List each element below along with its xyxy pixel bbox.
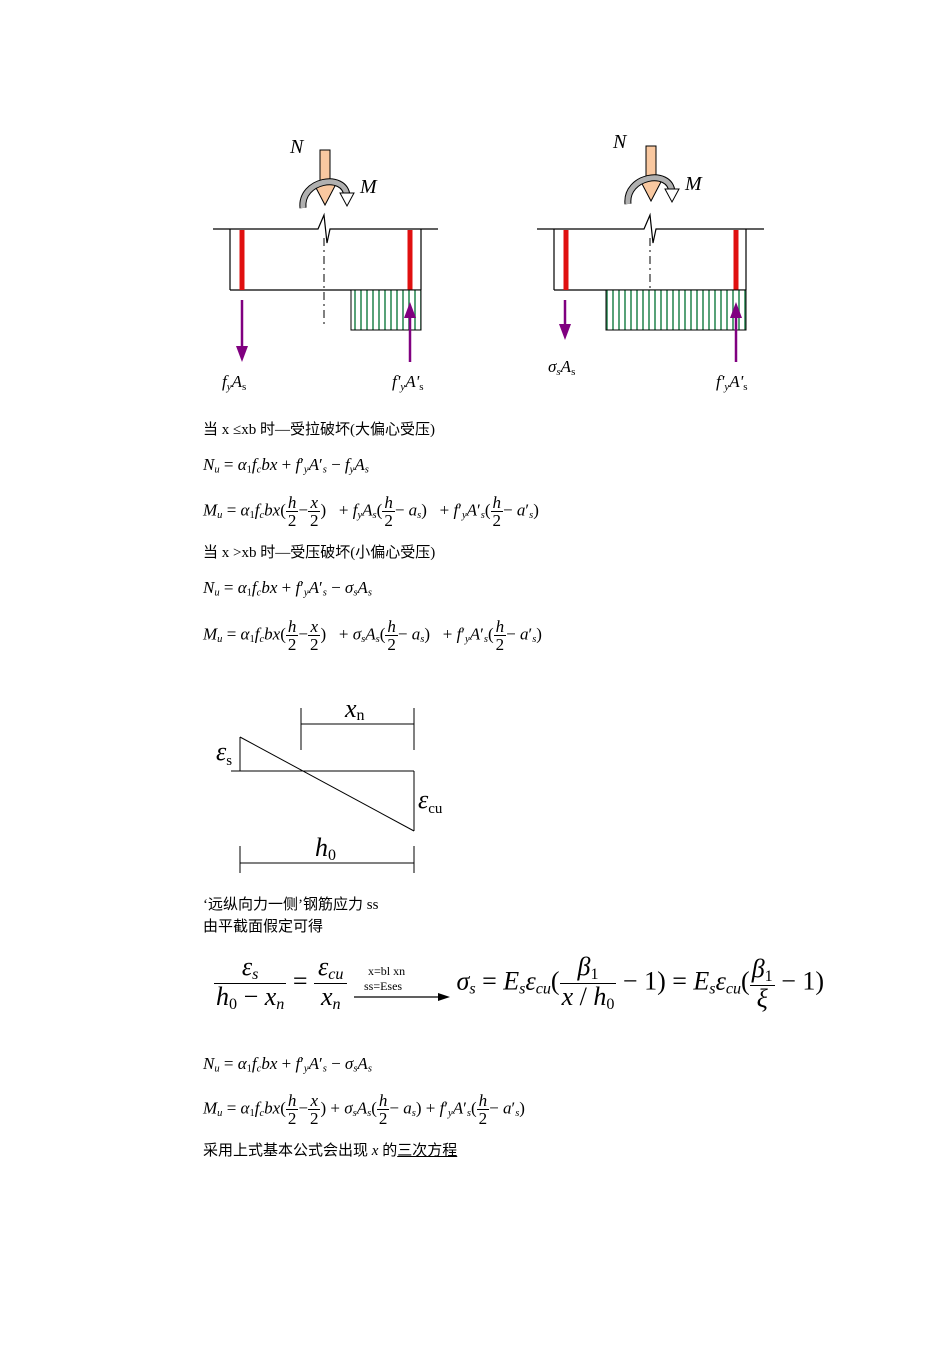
formula-Nu-large-eccentric: Nu = α1fcbx + f′yA′s − fyAs (203, 455, 369, 476)
strain-diagram: xn εs εcu h0 (216, 694, 443, 873)
arrow-label-bottom: ss=Eses (363, 978, 403, 993)
case1-heading: 当 x ≤xb 时—受拉破坏(大偏心受压) (203, 422, 435, 438)
steel-stress-heading: ‘远纵向力一侧’钢筋应力 ss (203, 897, 379, 913)
formula-Nu-final: Nu = α1fcbx + f′yA′s − σsAs (203, 1054, 372, 1075)
right-compression-label: f'yA's (716, 372, 748, 393)
es-label: εs (216, 737, 232, 769)
plane-section-heading: 由平截面假定可得 (203, 919, 324, 935)
right-section: N M σsAs f'yA's (537, 131, 764, 393)
conclusion-mid: 的 (378, 1143, 398, 1159)
conclusion-x: x (371, 1143, 379, 1159)
h0-label: h0 (315, 833, 336, 864)
conclusion-cubic-equation: 三次方程 (397, 1143, 458, 1159)
ecu-label: εcu (418, 785, 443, 817)
left-M-label: M (359, 176, 378, 198)
right-N-label: N (612, 131, 628, 153)
implies-arrow-icon (353, 992, 450, 1001)
left-N-label: N (289, 136, 305, 158)
section-force-diagram: N M fyAs f'yA's N M σsAs f'yA's (213, 131, 764, 393)
formula-Nu-small-eccentric: Nu = α1fcbx + f′yA′s − σsAs (203, 578, 372, 599)
conclusion-prefix: 采用上式基本公式会出现 (203, 1143, 372, 1159)
left-compression-label: f'yA's (392, 372, 424, 393)
conclusion-text: 采用上式基本公式会出现 x 的三次方程 (203, 1142, 457, 1160)
xn-label: xn (344, 694, 365, 724)
right-tension-label: σsAs (548, 357, 575, 378)
case2-heading: 当 x >xb 时—受压破坏(小偏心受压) (203, 545, 436, 561)
arrow-label-top: x=bl xn (367, 963, 406, 978)
left-tension-label: fyAs (222, 372, 246, 393)
right-M-label: M (684, 173, 703, 195)
left-section: N M fyAs f'yA's (213, 136, 438, 393)
